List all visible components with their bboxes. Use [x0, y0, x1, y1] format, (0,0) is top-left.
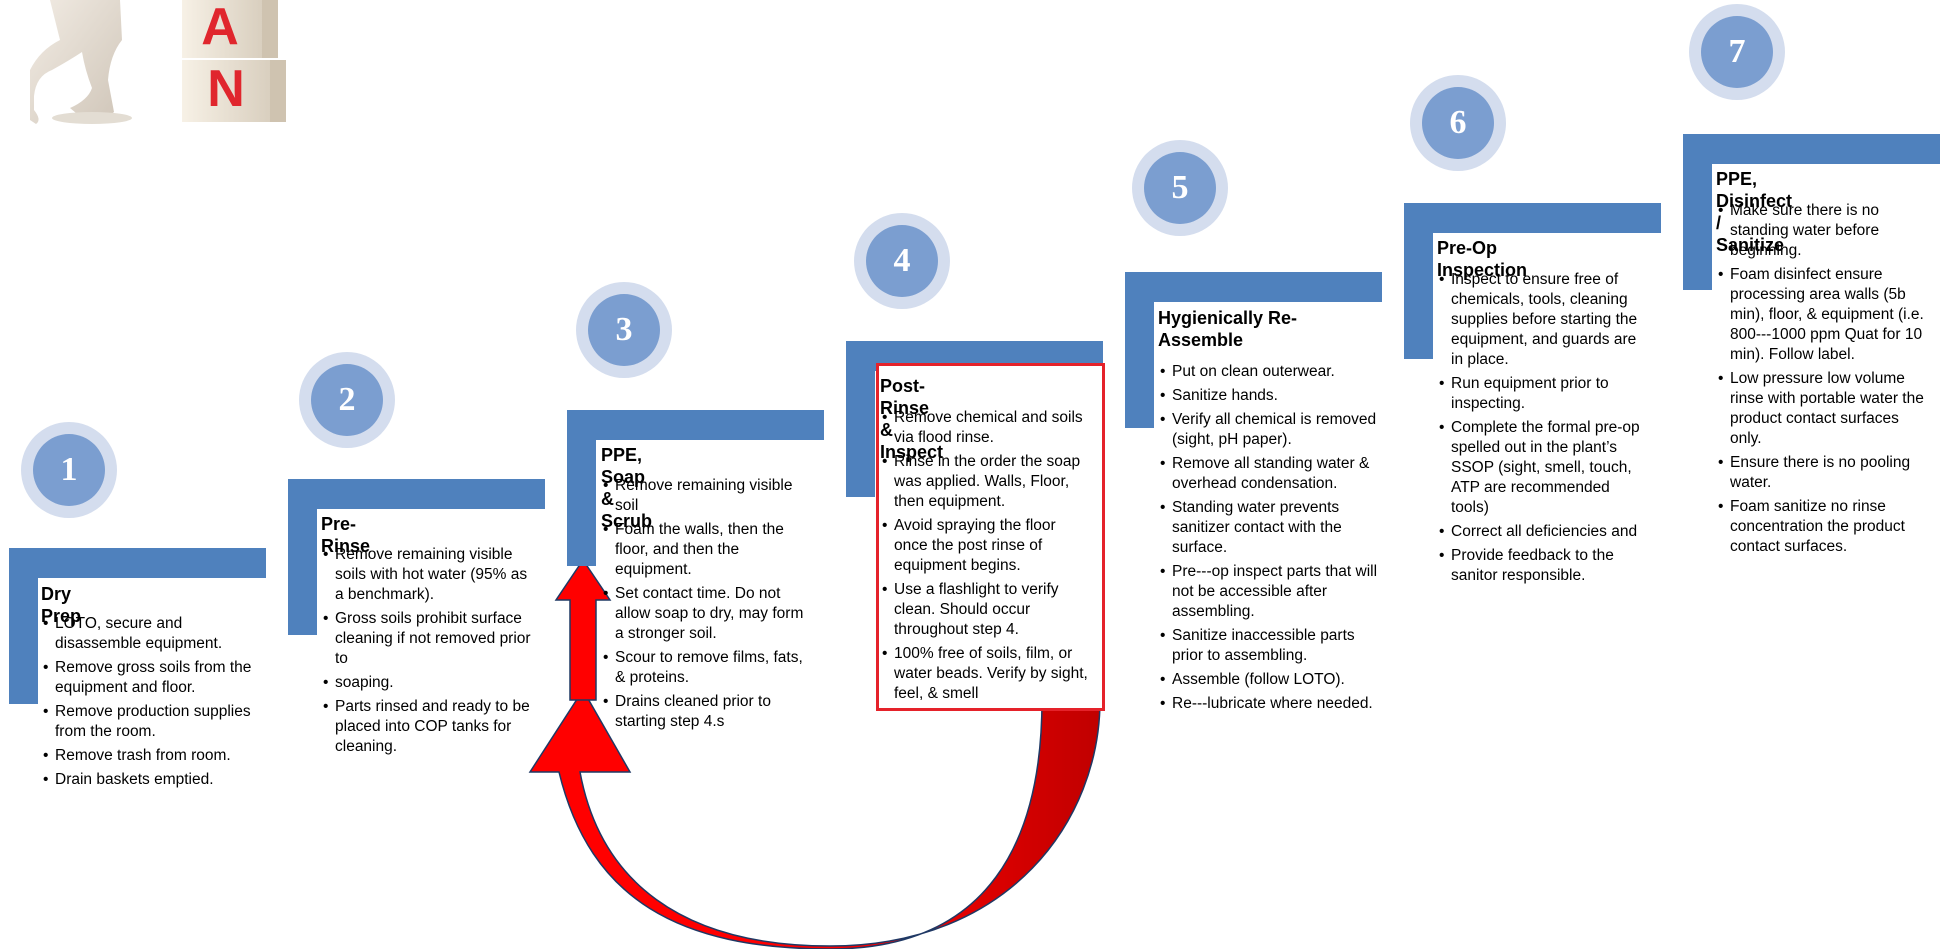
step-1-bullets: LOTO, secure and disassemble equipment. … [43, 614, 253, 794]
bullet: Sanitize inaccessible parts prior to ass… [1160, 626, 1378, 666]
step-5-stem [1125, 272, 1154, 428]
step-4-bullets: Remove chemical and soils via flood rins… [882, 408, 1092, 708]
step-3-badge: 3 [576, 282, 672, 378]
bullet: Complete the formal pre-op spelled out i… [1439, 418, 1651, 518]
step-4-badge: 4 [854, 213, 950, 309]
step-2-badge: 2 [299, 352, 395, 448]
step-6-bar [1404, 203, 1661, 233]
step-5-badge: 5 [1132, 140, 1228, 236]
block-n [182, 60, 270, 122]
step-6-stem [1404, 203, 1433, 359]
bullet: Remove remaining visible soil [603, 476, 813, 516]
step-7-number: 7 [1701, 16, 1773, 88]
step-3-stem [567, 410, 596, 566]
bullet: Assemble (follow LOTO). [1160, 670, 1378, 690]
bullet: LOTO, secure and disassemble equipment. [43, 614, 253, 654]
step-7-bar [1683, 134, 1940, 164]
bullet: Sanitize hands. [1160, 386, 1378, 406]
bullet: Use a flashlight to verify clean. Should… [882, 580, 1092, 640]
bullet: Remove chemical and soils via flood rins… [882, 408, 1092, 448]
step-2-bar [288, 479, 545, 509]
bullet: Inspect to ensure free of chemicals, too… [1439, 270, 1651, 370]
bullet: Verify all chemical is removed (sight, p… [1160, 410, 1378, 450]
bullet: Correct all deficiencies and [1439, 522, 1651, 542]
bullet: Drain baskets emptied. [43, 770, 253, 790]
step-1-bar [9, 548, 266, 578]
step-5-bullets: Put on clean outerwear. Sanitize hands. … [1160, 362, 1378, 718]
bullet: Foam sanitize no rinse concentration the… [1718, 497, 1930, 557]
bullet: Drains cleaned prior to starting step 4.… [603, 692, 813, 732]
bullet: soaping. [323, 673, 533, 693]
bullet: Rinse in the order the soap was applied.… [882, 452, 1092, 512]
bullet: Set contact time. Do not allow soap to d… [603, 584, 813, 644]
block-letter-a: A [201, 0, 239, 56]
bullet: Standing water prevents sanitizer contac… [1160, 498, 1378, 558]
step-7-bullets: Make sure there is no standing water bef… [1718, 201, 1930, 561]
curved-arrow-icon [528, 688, 1101, 949]
step-4-stem [846, 341, 875, 497]
step-7-stem [1683, 134, 1712, 290]
logo-figure-with-blocks: A N [30, 0, 286, 124]
bullet: Foam disinfect ensure processing area wa… [1718, 265, 1930, 365]
bullet: Make sure there is no standing water bef… [1718, 201, 1930, 261]
figure-shape [30, 0, 122, 124]
step-3-bullets: Remove remaining visible soil Foam the w… [603, 476, 813, 736]
bullet: Re---lubricate where needed. [1160, 694, 1378, 714]
step-2-number: 2 [311, 364, 383, 436]
step-5-number: 5 [1144, 152, 1216, 224]
bullet: Remove trash from room. [43, 746, 253, 766]
step-3-number: 3 [588, 294, 660, 366]
bullet: Low pressure low volume rinse with porta… [1718, 369, 1930, 449]
step-2-bullets: Remove remaining visible soils with hot … [323, 545, 533, 761]
bullet: Remove all standing water & overhead con… [1160, 454, 1378, 494]
bullet: Provide feedback to the sanitor responsi… [1439, 546, 1651, 586]
step-7-badge: 7 [1689, 4, 1785, 100]
bullet: Run equipment prior to inspecting. [1439, 374, 1651, 414]
step-6-bullets: Inspect to ensure free of chemicals, too… [1439, 270, 1651, 590]
bullet: Foam the walls, then the floor, and then… [603, 520, 813, 580]
bullet: Ensure there is no pooling water. [1718, 453, 1930, 493]
step-5-title: Hygienically Re-Assemble [1158, 308, 1298, 350]
bullet: 100% free of soils, film, or water beads… [882, 644, 1092, 704]
bullet: Gross soils prohibit surface cleaning if… [323, 609, 533, 669]
bullet: Put on clean outerwear. [1160, 362, 1378, 382]
step-3-bar [567, 410, 824, 440]
step-2-stem [288, 479, 317, 635]
up-arrow-icon [554, 558, 612, 701]
step-1-badge: 1 [21, 422, 117, 518]
bullet: Remove remaining visible soils with hot … [323, 545, 533, 605]
step-6-badge: 6 [1410, 75, 1506, 171]
step-1-number: 1 [33, 434, 105, 506]
block-letter-n: N [207, 60, 245, 118]
bullet: Parts rinsed and ready to be placed into… [323, 697, 533, 757]
step-6-number: 6 [1422, 87, 1494, 159]
step-5-bar [1125, 272, 1382, 302]
bullet: Scour to remove films, fats, & proteins. [603, 648, 813, 688]
block-a [182, 0, 262, 58]
step-1-stem [9, 548, 38, 704]
bullet: Remove production supplies from the room… [43, 702, 253, 742]
bullet: Pre---op inspect parts that will not be … [1160, 562, 1378, 622]
bullet: Avoid spraying the floor once the post r… [882, 516, 1092, 576]
bullet: Remove gross soils from the equipment an… [43, 658, 253, 698]
step-4-number: 4 [866, 225, 938, 297]
